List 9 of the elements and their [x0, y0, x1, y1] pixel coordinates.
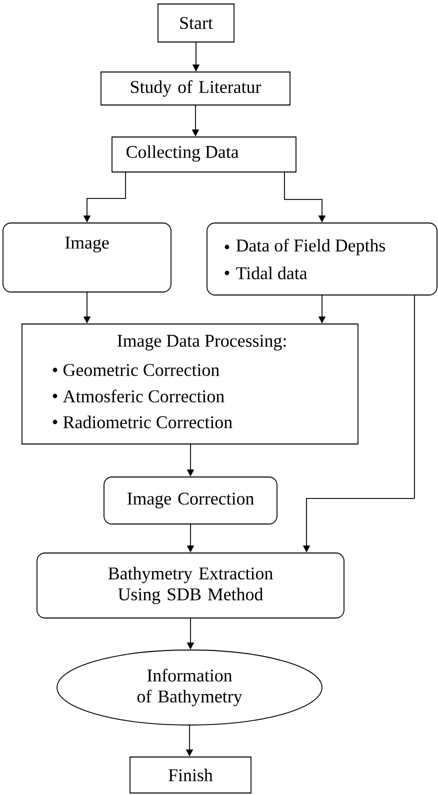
process-box: Collecting Data: [112, 136, 296, 172]
process-box: Finish: [130, 756, 252, 794]
rounded-box: Image Correction: [104, 476, 278, 524]
rounded-box: Data of Field Depths Tidal data: [206, 222, 438, 296]
process-box: Start: [158, 4, 234, 42]
rounded-box: Image: [2, 222, 172, 292]
rounded-box: Bathymetry Extraction Using SDB Method: [36, 552, 344, 618]
process-box: Study of Literatur: [100, 72, 290, 106]
process-box: Image Data Processing: Geometric Correction Atmosferic Correction Radiometric Correction: [22, 324, 358, 444]
